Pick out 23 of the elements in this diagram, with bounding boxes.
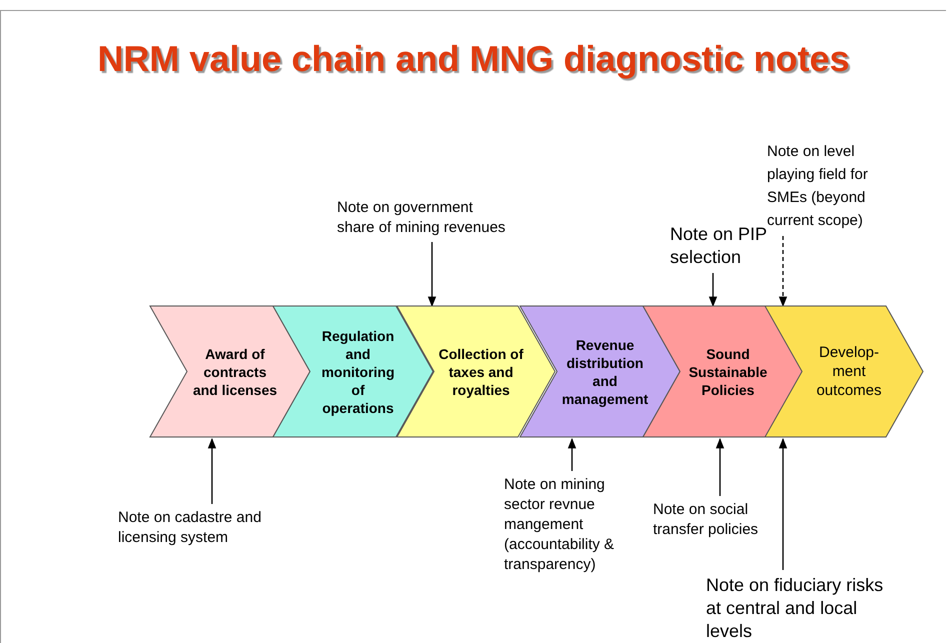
note-text: Note on government share of mining revenues [337, 198, 507, 238]
arrow [778, 438, 788, 570]
note-text: Note on cadastre and licensing system [118, 508, 268, 548]
arrow [708, 273, 718, 308]
step-label: Award of contracts and licenses [192, 344, 278, 400]
step-label: Sound Sustainable Policies [688, 344, 768, 400]
note-text: Note on level playing field for SMEs (beyond current scope) [767, 140, 897, 232]
step-label: Collection of taxes and royalties [438, 344, 524, 400]
step-label: Regulation and monitoring of operations [320, 326, 396, 418]
arrow [208, 438, 216, 504]
arrow [568, 438, 576, 471]
chevron-step [765, 306, 923, 437]
step-label: Develop- ment outcomes [815, 343, 883, 401]
note-text: Note on mining sector revnue mangement (accountability & transparency) [504, 475, 639, 575]
chevron-step [397, 306, 555, 437]
note-text: Note on social transfer policies [653, 500, 773, 540]
step-label: Revenue distribution and management [561, 336, 649, 409]
arrow [428, 242, 436, 308]
note-text: Note on fiduciary risks at central and local levels [706, 574, 896, 643]
chevron-step [150, 306, 310, 437]
arrow [778, 236, 788, 308]
title: NRM value chain and MNG diagnostic notes [96, 38, 851, 80]
arrow [716, 438, 724, 496]
